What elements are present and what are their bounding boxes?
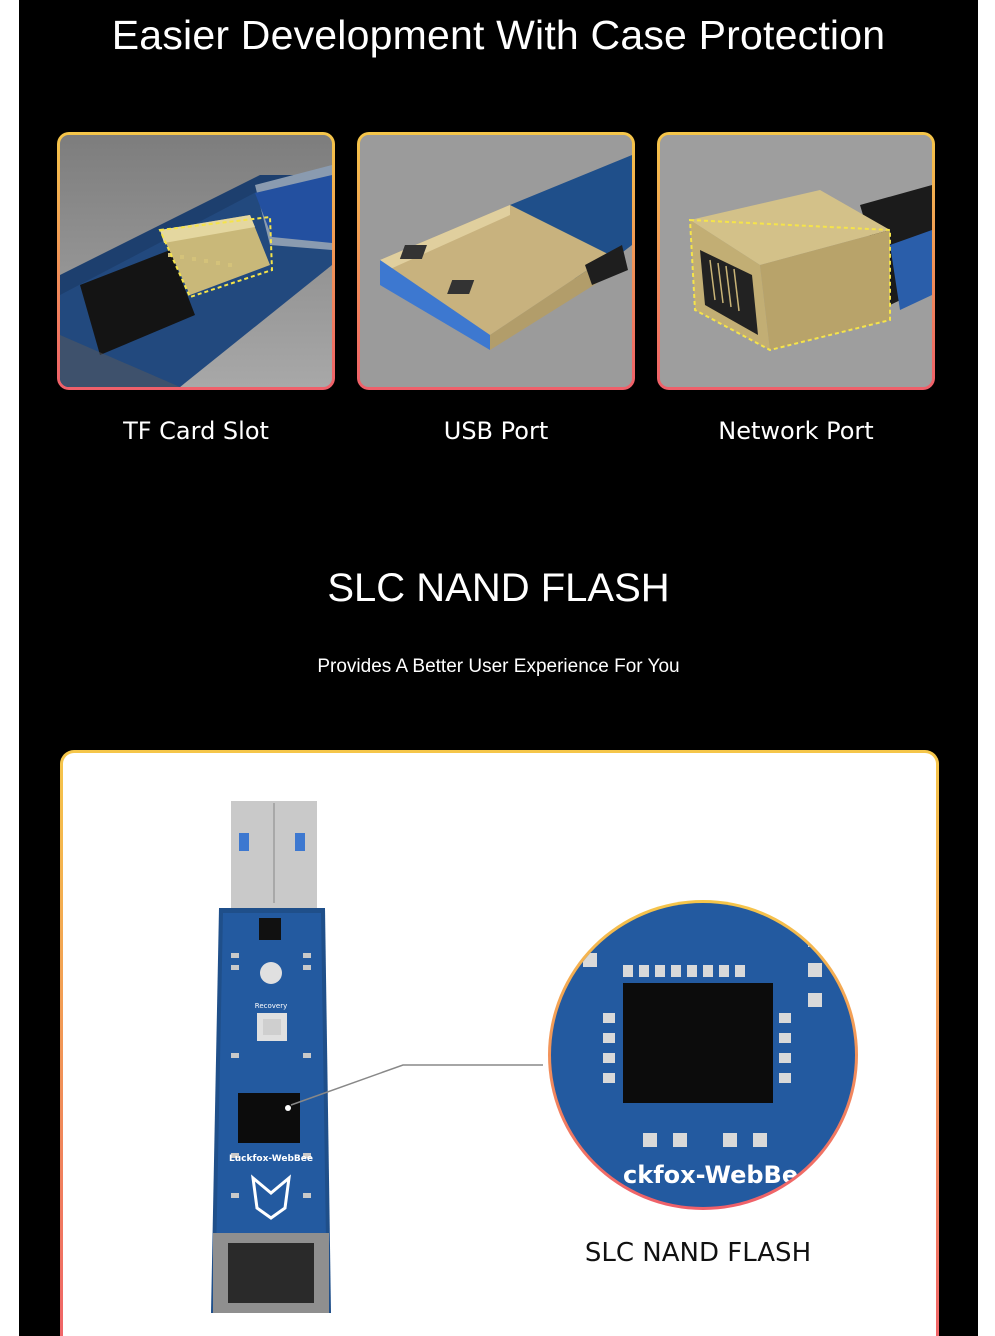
zoom-board-label: ckfox-WebBe bbox=[623, 1161, 798, 1189]
nand-flash-panel: Recovery Luckfox-WebBee bbox=[60, 750, 939, 1336]
case-protection-title: Easier Development With Case Protection bbox=[111, 12, 886, 58]
usb-port-image bbox=[357, 132, 635, 390]
luckfox-logo-icon bbox=[251, 1174, 291, 1220]
nand-flash-caption: SLC NAND FLASH bbox=[584, 1238, 812, 1268]
network-port-illustration bbox=[660, 135, 932, 387]
tf-card-slot-illustration bbox=[60, 135, 332, 387]
board-button-label: Recovery bbox=[255, 1002, 287, 1010]
network-port-label: Network Port bbox=[718, 417, 874, 445]
luckfox-board-illustration: Recovery Luckfox-WebBee bbox=[211, 801, 858, 1313]
usb-port-illustration bbox=[360, 135, 632, 387]
tf-card-slot-image bbox=[57, 132, 335, 390]
network-port-image bbox=[657, 132, 935, 390]
slc-nand-flash-subtitle: Provides A Better User Experience For Yo… bbox=[317, 656, 680, 677]
page: Easier Development With Case Protection bbox=[19, 0, 978, 1336]
board-name-label: Luckfox-WebBee bbox=[229, 1154, 313, 1164]
tf-card-slot-label: TF Card Slot bbox=[123, 417, 269, 445]
usb-port-label: USB Port bbox=[443, 417, 549, 445]
slc-nand-flash-title: SLC NAND FLASH bbox=[327, 566, 670, 610]
